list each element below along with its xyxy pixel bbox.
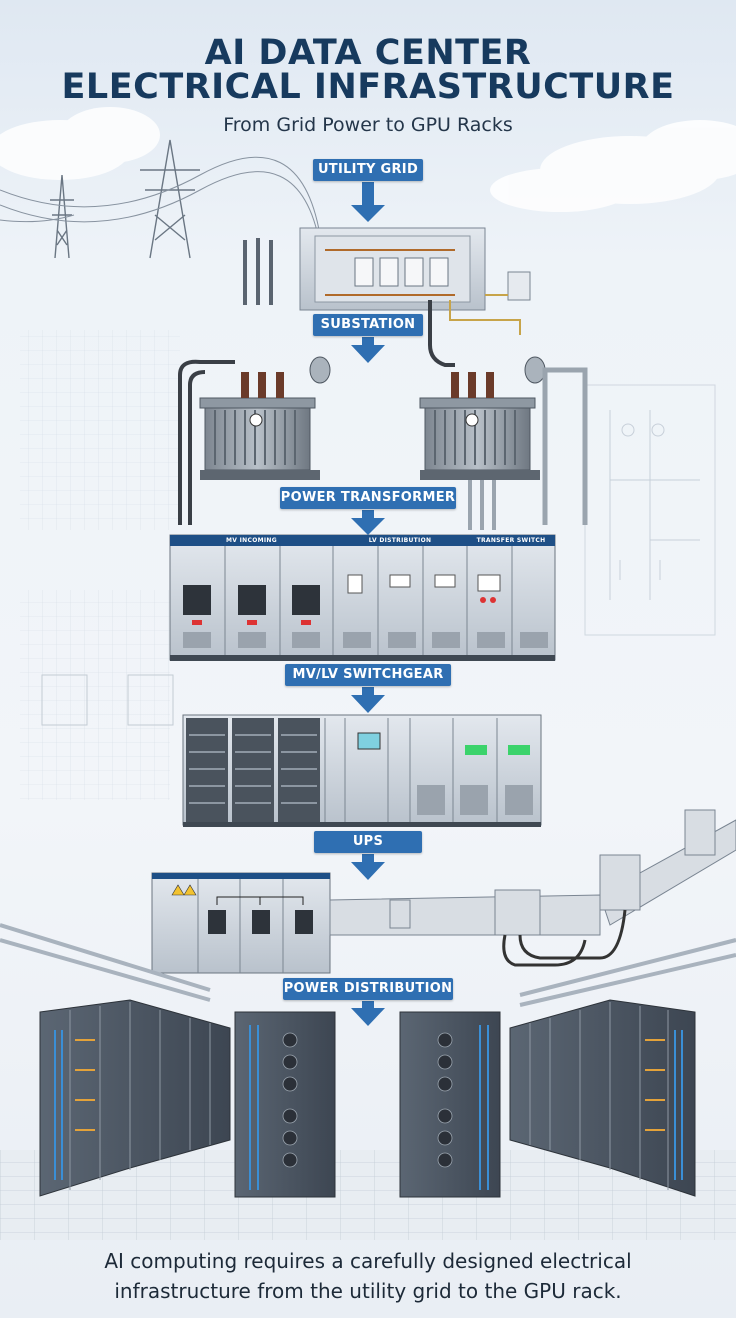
switchgear-section-transfer-switch: TRANSFER SWITCH <box>476 537 546 544</box>
arrow-switchgear-to-ups <box>351 687 385 713</box>
footer-line-2: infrastructure from the utility grid to … <box>114 1279 622 1303</box>
distribution-cabinet <box>151 872 331 974</box>
substation-enclosure <box>243 227 531 335</box>
flow-arrows <box>351 182 385 1026</box>
rack-row-right <box>509 999 696 1197</box>
transformer-left <box>199 356 331 480</box>
stage-label-utility-grid: UTILITY GRID <box>313 159 423 181</box>
arrow-grid-to-substation <box>351 182 385 222</box>
arrow-transformer-to-switchgear <box>351 510 385 535</box>
switchgear-lineup <box>169 534 556 661</box>
subtitle: From Grid Power to GPU Racks <box>223 114 513 136</box>
footer-line-1: AI computing requires a carefully design… <box>104 1249 632 1273</box>
stage-label-substation: SUBSTATION <box>313 314 423 336</box>
clouds <box>0 107 736 212</box>
ups-lineup <box>182 714 542 827</box>
title-line-2: ELECTRICAL INFRASTRUCTURE <box>61 67 675 107</box>
stage-label-switchgear: MV/LV SWITCHGEAR <box>285 664 451 686</box>
transmission-towers <box>0 139 321 259</box>
power-transformers <box>178 300 588 530</box>
footer-caption: AI computing requires a carefully design… <box>0 1246 736 1306</box>
stage-label-power-distribution: POWER DISTRIBUTION <box>283 978 453 1000</box>
arrow-substation-to-transformer <box>351 337 385 363</box>
title-line-1: AI DATA CENTER <box>204 33 532 73</box>
switchgear-section-mv-incoming: MV INCOMING <box>226 537 277 544</box>
rack-row-left <box>39 999 231 1197</box>
rack-aisle-left <box>234 1011 336 1198</box>
transformer-right <box>419 356 546 480</box>
arrow-distribution-to-racks <box>351 1001 385 1026</box>
data-hall <box>0 923 736 1240</box>
switchgear-section-lv-distribution: LV DISTRIBUTION <box>368 537 432 544</box>
blueprint-background <box>20 330 716 800</box>
rack-aisle-right <box>399 1011 501 1198</box>
stage-label-ups: UPS <box>314 831 422 853</box>
stage-label-power-transformer: POWER TRANSFORMER <box>280 487 456 509</box>
busway <box>329 809 736 967</box>
arrow-ups-to-distribution <box>351 854 385 880</box>
